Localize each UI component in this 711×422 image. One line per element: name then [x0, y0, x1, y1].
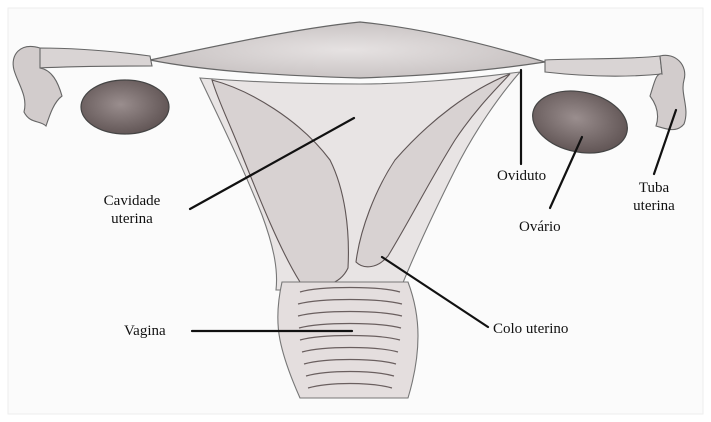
left-ovary	[81, 80, 169, 134]
label-ovario: Ovário	[519, 218, 561, 236]
label-cavidade-line1: Cavidade	[96, 192, 168, 210]
label-tuba-line2: uterina	[628, 197, 680, 215]
label-cavidade-uterina: Cavidade uterina	[96, 192, 168, 228]
label-tuba-line1: Tuba	[628, 179, 680, 197]
label-colo-uterino: Colo uterino	[493, 320, 568, 338]
label-tuba-uterina: Tuba uterina	[628, 179, 680, 215]
right-oviduct	[545, 56, 662, 76]
label-oviduto: Oviduto	[497, 167, 546, 185]
label-vagina: Vagina	[124, 322, 166, 340]
label-cavidade-line2: uterina	[96, 210, 168, 228]
